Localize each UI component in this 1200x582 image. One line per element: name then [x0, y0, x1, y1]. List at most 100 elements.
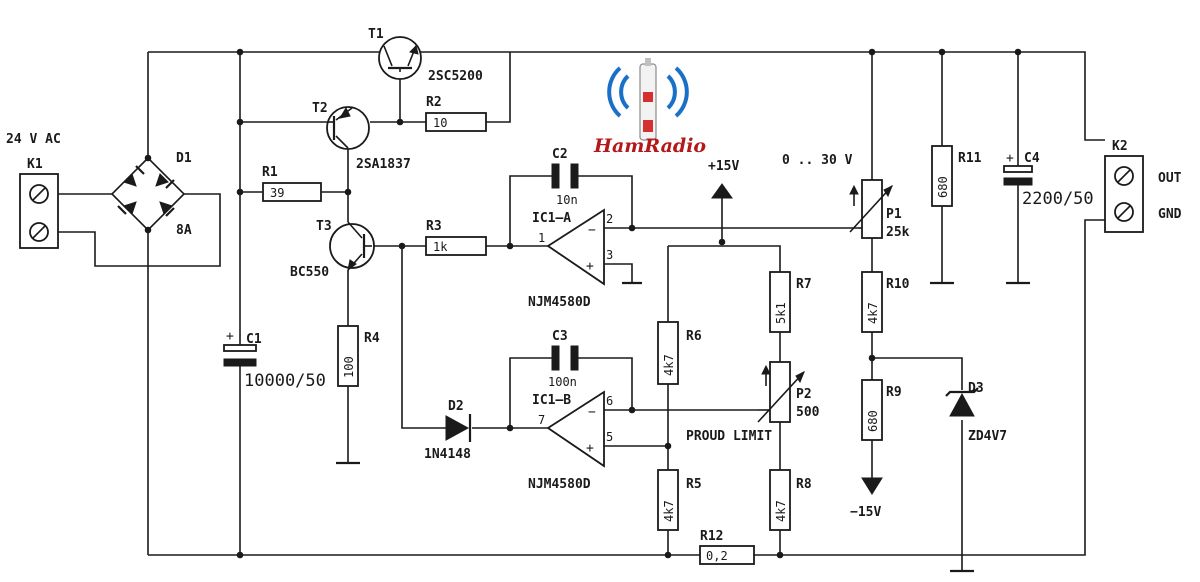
- resistor-r4: [337, 325, 359, 387]
- svg-text:+: +: [586, 441, 594, 456]
- r12-value: 0,2: [706, 549, 728, 563]
- t1-value: 2SC5200: [428, 69, 483, 84]
- r10-value: 4k7: [866, 302, 880, 324]
- capacitor-c2: [551, 163, 579, 189]
- r4-value: 100: [342, 356, 356, 378]
- ic1a-label: IC1–A: [532, 211, 571, 226]
- d2-label: D2: [448, 399, 464, 414]
- negative-rail-arrow: [861, 477, 883, 495]
- c3-value: 100n: [548, 375, 577, 389]
- supply-label: 24 V AC: [6, 132, 61, 147]
- svg-text:+: +: [1006, 151, 1014, 166]
- k2-gnd-label: GND: [1158, 207, 1182, 222]
- c2-value: 10n: [556, 193, 578, 207]
- resistor-r7: [769, 271, 791, 333]
- c3-label: C3: [552, 329, 568, 344]
- r7-label: R7: [796, 277, 812, 292]
- ic1b-value: NJM4580D: [528, 477, 591, 492]
- connector-k2: [1104, 155, 1144, 233]
- svg-text:+: +: [586, 259, 594, 274]
- d2-value: 1N4148: [424, 447, 471, 462]
- d1-label: D1: [176, 151, 192, 166]
- r2-label: R2: [426, 95, 442, 110]
- bridge-rectifier-d1: [110, 154, 186, 234]
- r5-label: R5: [686, 477, 702, 492]
- zener-diode-d3: [945, 387, 979, 417]
- capacitor-c4: +: [1003, 151, 1033, 186]
- k2-out-label: OUT: [1158, 171, 1182, 186]
- resistor-r8: [769, 469, 791, 531]
- resistor-r1: [262, 182, 322, 202]
- t2-value: 2SA1837: [356, 157, 411, 172]
- potentiometer-p1: [849, 179, 893, 239]
- c2-label: C2: [552, 147, 568, 162]
- c1-value: 10000/50: [244, 371, 326, 391]
- output-range-label: 0 .. 30 V: [782, 153, 853, 168]
- wires: [58, 51, 1105, 573]
- r3-value: 1k: [433, 240, 448, 254]
- p2-value: 500: [796, 405, 820, 420]
- diode-d2: [445, 414, 472, 442]
- r10-label: R10: [886, 277, 910, 292]
- resistor-r12: [699, 545, 755, 565]
- ic1b-pin-noninv: 5: [606, 430, 613, 444]
- capacitor-c3: [551, 345, 579, 371]
- opamp-ic1b: − +: [546, 390, 605, 468]
- resistor-r9: [861, 379, 883, 441]
- ic1a-value: NJM4580D: [528, 295, 591, 310]
- r3-label: R3: [426, 219, 442, 234]
- t3-value: BC550: [290, 265, 329, 280]
- t2-label: T2: [312, 101, 328, 116]
- ic1b-label: IC1–B: [532, 393, 571, 408]
- resistor-r5: [657, 469, 679, 531]
- ic1a-pin-noninv: 3: [606, 248, 613, 262]
- svg-text:−: −: [588, 405, 596, 420]
- logo-text: HamRadio: [593, 135, 706, 157]
- d3-value: ZD4V7: [968, 429, 1007, 444]
- svg-text:+: +: [226, 329, 234, 344]
- t1-label: T1: [368, 27, 384, 42]
- r11-label: R11: [958, 151, 982, 166]
- hamradio-logo: HamRadio: [593, 58, 706, 157]
- positive-rail-label: +15V: [708, 159, 739, 174]
- r9-value: 680: [866, 410, 880, 432]
- resistor-r11: [931, 145, 953, 207]
- connector-k1: [19, 173, 59, 249]
- positive-rail-arrow: [711, 183, 733, 199]
- transistor-t3: [329, 221, 375, 272]
- ic1b-pin-out: 7: [538, 413, 545, 427]
- r6-label: R6: [686, 329, 702, 344]
- r5-value: 4k7: [662, 500, 676, 522]
- resistor-r10: [861, 271, 883, 333]
- r6-value: 4k7: [662, 354, 676, 376]
- k2-label: K2: [1112, 139, 1128, 154]
- k1-label: K1: [27, 157, 43, 172]
- r12-label: R12: [700, 529, 723, 544]
- r8-label: R8: [796, 477, 812, 492]
- d3-label: D3: [968, 381, 984, 396]
- t3-label: T3: [316, 219, 332, 234]
- r9-label: R9: [886, 385, 902, 400]
- potentiometer-p2: [757, 361, 805, 423]
- transistor-t1: [378, 36, 422, 80]
- resistor-r2: [425, 112, 487, 132]
- c1-label: C1: [246, 332, 262, 347]
- opamp-ic1a: − +: [546, 208, 605, 286]
- c4-label: C4: [1024, 151, 1040, 166]
- current-limit-label: PROUD LIMIT: [686, 429, 772, 444]
- p1-label: P1: [886, 207, 902, 222]
- p2-label: P2: [796, 387, 812, 402]
- p1-value: 25k: [886, 225, 910, 240]
- r2-value: 10: [433, 116, 447, 130]
- r7-value: 5k1: [774, 302, 788, 324]
- capacitor-c1: +: [223, 329, 257, 367]
- c4-value: 2200/50: [1022, 189, 1094, 209]
- r8-value: 4k7: [774, 500, 788, 522]
- svg-text:−: −: [588, 223, 596, 238]
- ic1b-pin-inv: 6: [606, 394, 613, 408]
- r4-label: R4: [364, 331, 380, 346]
- junction-dots: [236, 48, 1022, 559]
- resistor-r3: [425, 236, 487, 256]
- r1-label: R1: [262, 165, 278, 180]
